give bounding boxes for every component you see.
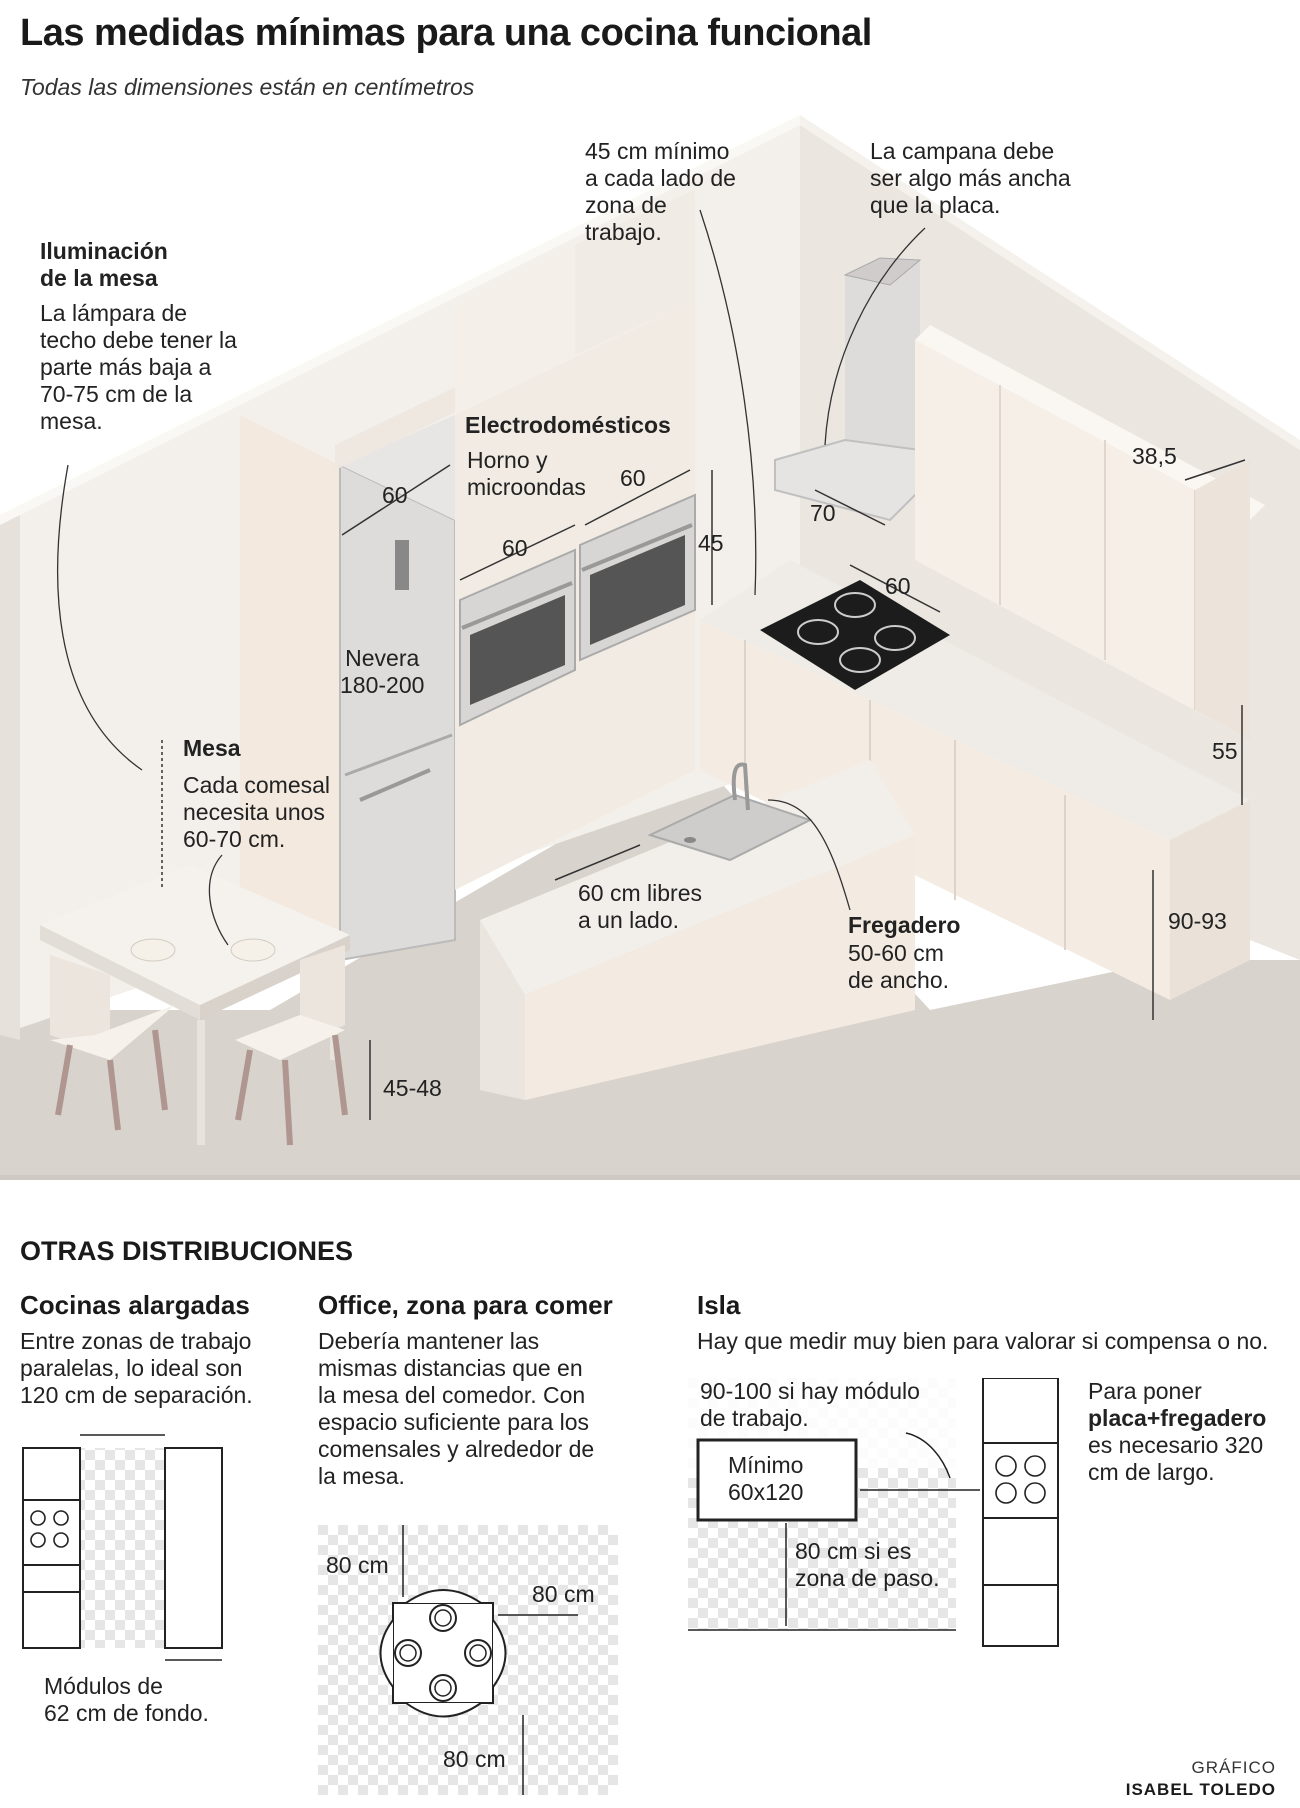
mesa-text: Cada comesal necesita unos 60-70 cm. [183, 772, 331, 852]
isla-note-right-pre: Para poner [1088, 1378, 1202, 1404]
office-dim-right: 80 cm [532, 1581, 595, 1607]
section-title: OTRAS DISTRIBUCIONES [20, 1236, 354, 1266]
trabajo-note: 45 cm mínimo a cada lado de zona de trab… [585, 138, 736, 245]
office-text: Debería mantener las mismas distancias q… [318, 1328, 595, 1489]
office-dim-bottom: 80 cm [443, 1746, 506, 1772]
iluminacion-text: La lámpara de techo debe tener la parte … [40, 300, 237, 434]
isla-text: Hay que medir muy bien para valorar si c… [697, 1328, 1269, 1354]
table [40, 865, 350, 1005]
nevera-label: Nevera 180-200 [340, 645, 425, 698]
isla-note-modulo: 90-100 si hay módulo de trabajo. [700, 1378, 920, 1431]
office-title: Office, zona para comer [318, 1290, 613, 1320]
dim-horno-b: 60 [620, 465, 646, 491]
dim-horno-a: 60 [502, 535, 528, 561]
electro-title: Electrodomésticos [465, 412, 671, 438]
kitchen-illustration [0, 115, 1300, 1180]
office-dim-top: 80 cm [326, 1552, 389, 1578]
isla-box-label: Mínimo 60x120 [728, 1452, 804, 1505]
campana-note: La campana debe ser algo más ancha que l… [870, 138, 1071, 218]
dim-encimera: 90-93 [1168, 908, 1227, 934]
dim-hueco: 55 [1212, 738, 1238, 764]
iluminacion-title: Iluminación de la mesa [40, 238, 168, 291]
fridge [339, 463, 456, 962]
credit-label: GRÁFICO [1191, 1758, 1276, 1777]
libres-note: 60 cm libres a un lado. [578, 880, 702, 933]
upper-cabinets [915, 340, 1250, 740]
isla-note-right-post: es necesario 320 cm de largo. [1088, 1432, 1264, 1485]
isla-note-right-bold: placa+fregadero [1088, 1405, 1267, 1431]
alargadas-text: Entre zonas de trabajo paralelas, lo ide… [20, 1328, 253, 1408]
isla-note-right: Para poner placa+fregadero es necesario … [1088, 1378, 1288, 1486]
fregadero-title: Fregadero [848, 912, 961, 938]
page-subtitle: Todas las dimensiones están en centímetr… [20, 74, 475, 100]
hood [845, 260, 920, 480]
alargadas-title: Cocinas alargadas [20, 1290, 250, 1320]
dim-campana: 70 [810, 500, 836, 526]
office-diagram [318, 1525, 618, 1795]
isla-title: Isla [697, 1290, 741, 1320]
dim-silla: 45-48 [383, 1075, 442, 1101]
credit-author: ISABEL TOLEDO [1125, 1780, 1276, 1799]
fregadero-text: 50-60 cm de ancho. [848, 940, 950, 993]
dimension-lines [161, 459, 1246, 1120]
dim-mueble-alto: 38,5 [1132, 443, 1177, 469]
leader-lines [57, 209, 926, 946]
mesa-title: Mesa [183, 735, 241, 761]
isla-box [696, 1438, 858, 1522]
page-title: Las medidas mínimas para una cocina func… [20, 12, 872, 54]
electro-text: Horno y microondas [467, 447, 586, 500]
alargadas-diagram [22, 1434, 223, 1661]
dim-horno-height: 45 [698, 530, 724, 556]
alargadas-note: Módulos de 62 cm de fondo. [44, 1673, 209, 1726]
dim-placa: 60 [885, 573, 911, 599]
isla-diagram [688, 1378, 1059, 1647]
cooktop [760, 580, 950, 690]
dim-nevera-width: 60 [382, 482, 408, 508]
isla-note-paso: 80 cm si es zona de paso. [795, 1538, 940, 1591]
